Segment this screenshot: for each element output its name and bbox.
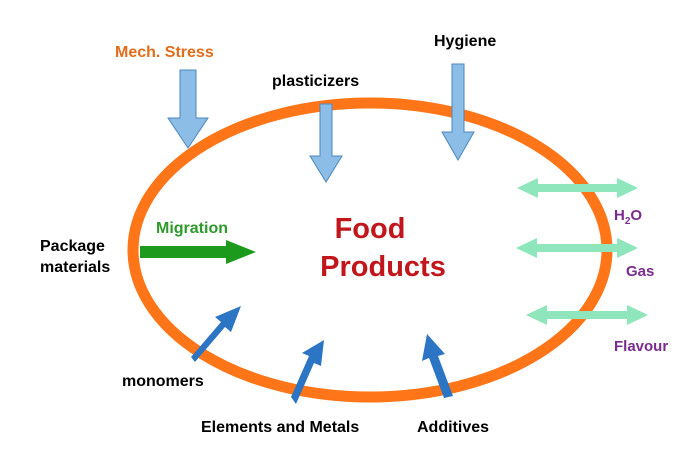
h2o-label-h: H [614, 207, 625, 224]
package-materials-label-line2: materials [40, 259, 110, 276]
plasticizers-arrow [309, 103, 343, 183]
flavour-label: Flavour [614, 338, 668, 355]
center-title-line2: Products [320, 251, 446, 283]
additives-arrow [422, 334, 453, 398]
hygiene-arrow [441, 63, 475, 162]
migration-label: Migration [156, 220, 228, 237]
mech-stress-label: Mech. Stress [115, 44, 214, 61]
monomers-arrow [191, 306, 241, 362]
gas-label: Gas [626, 263, 654, 280]
h2o-label: H2O [614, 207, 642, 227]
plasticizers-label: plasticizers [272, 73, 359, 90]
elements-metals-label: Elements and Metals [201, 419, 359, 436]
hygiene-label: Hygiene [434, 33, 496, 50]
flavour-double-arrow [526, 305, 648, 325]
h2o-label-o: O [630, 207, 642, 224]
monomers-label: monomers [122, 373, 204, 390]
h2o-double-arrow [517, 178, 638, 198]
h2o-label-subscript: 2 [625, 216, 631, 227]
package-materials-label-line1: Package [40, 238, 105, 255]
center-title-line1: Food [335, 213, 406, 245]
additives-label: Additives [417, 419, 489, 436]
mech-stress-arrow [167, 69, 209, 149]
elements-metals-arrow [291, 340, 324, 404]
gas-double-arrow [516, 238, 638, 258]
migration-arrow [140, 240, 256, 264]
